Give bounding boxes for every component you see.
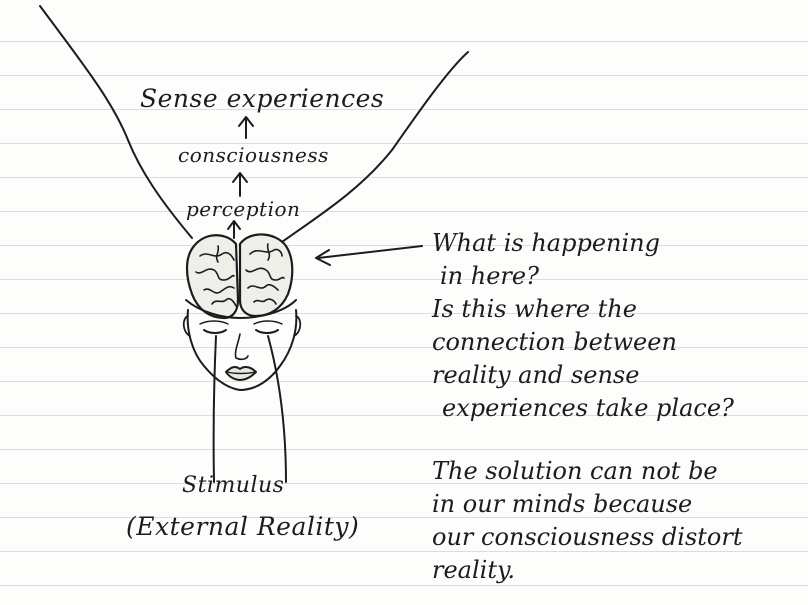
label-consciousness: consciousness [178, 143, 329, 167]
solution-note: The solution can not be in our minds bec… [432, 455, 804, 587]
note-line: in our minds because [432, 488, 804, 521]
note-line: reality. [432, 554, 804, 587]
arrow-up-icon [233, 173, 247, 196]
arrow-up-icon [228, 221, 240, 238]
label-perception: perception [186, 197, 300, 221]
stimulus-line-right [268, 336, 286, 482]
note-line: The solution can not be [432, 455, 804, 488]
note-line: experiences take place? [432, 392, 804, 425]
note-line: in here? [432, 260, 804, 293]
head-with-open-brain-icon [184, 234, 301, 390]
funnel-left-line [40, 6, 192, 238]
label-sense-experiences: Sense experiences [140, 84, 384, 113]
arrow-up-icon [239, 117, 253, 138]
label-stimulus: Stimulus [182, 473, 284, 498]
stimulus-line-left [214, 336, 216, 482]
note-line: our consciousness distort [432, 521, 804, 554]
question-note: What is happening in here? Is this where… [432, 227, 804, 425]
note-line: Is this where the [432, 293, 804, 326]
note-line: reality and sense [432, 359, 804, 392]
note-line: connection between [432, 326, 804, 359]
arrow-left-icon [316, 246, 422, 265]
note-line: What is happening [432, 227, 804, 260]
label-external-reality: (External Reality) [126, 512, 359, 541]
